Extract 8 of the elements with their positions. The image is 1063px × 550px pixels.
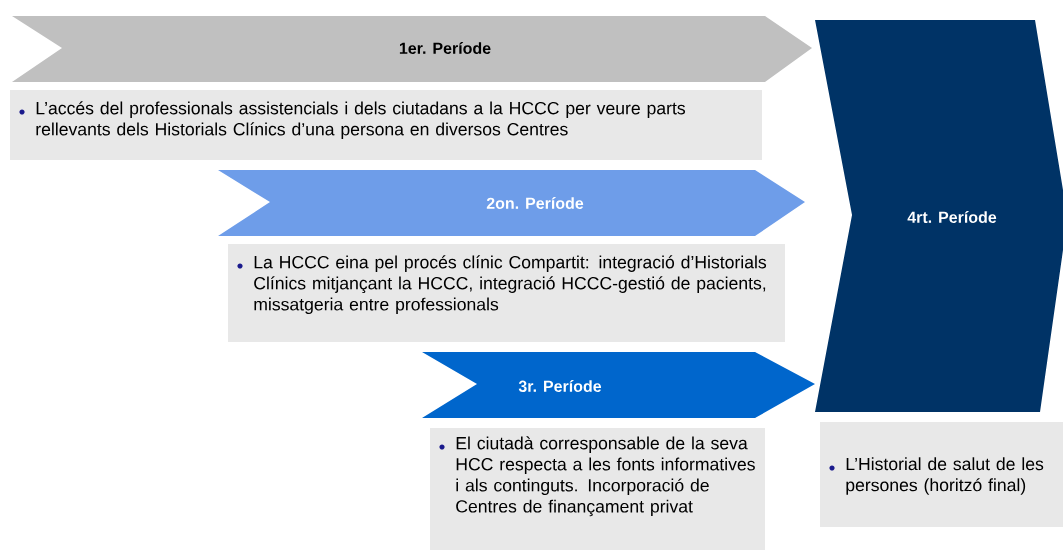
period-banner: 1er. Període <box>12 16 812 82</box>
text-box: El ciutadà corresponsable de la seva HCC respecta a les fonts informatives i als continguts. Incorporació de Centres de finançament privat <box>430 428 765 550</box>
text-box: L’accés del professionals assistencials i dels ciutadans a la HCCC per veure parts rellevants dels Historials Clínics d’una persona en diversos Centres <box>10 90 762 160</box>
period-banner: 3r. Període <box>422 352 815 418</box>
text-box: L’Historial de salut de les persones (horitzó final) <box>820 422 1063 527</box>
period-banner: 4rt. Període <box>815 20 1063 412</box>
period-banner: 2on. Període <box>218 170 805 236</box>
text-box: La HCCC eina pel procés clínic Compartit: integració d’Historials Clínics mitjançant la HCCC, integració HCCC-gestió de pacients, missatgeria entre professionals <box>228 244 785 342</box>
